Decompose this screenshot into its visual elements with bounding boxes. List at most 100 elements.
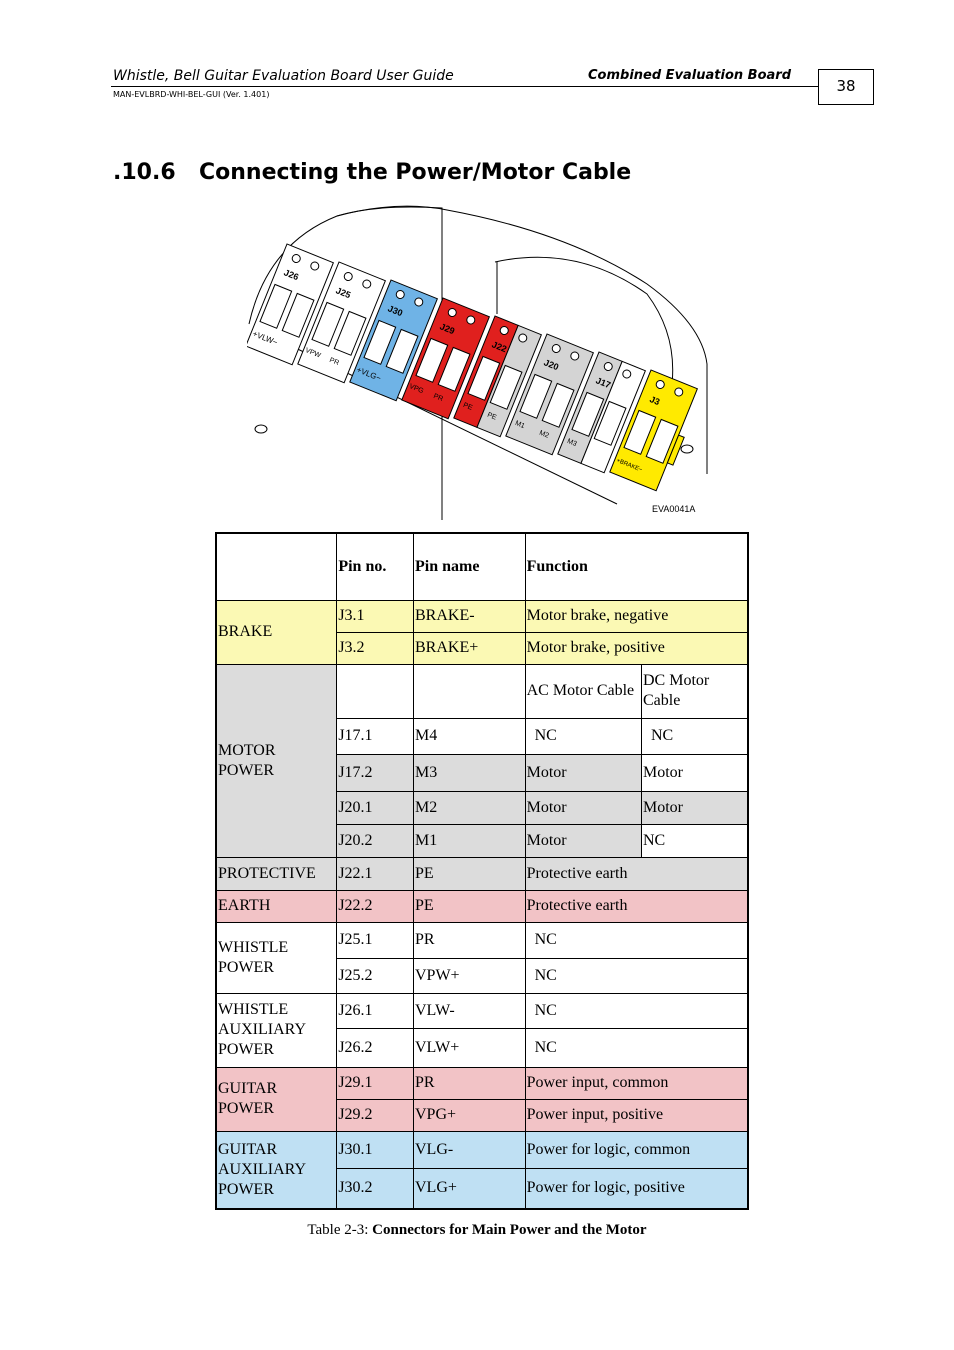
pin-no: J30.1 xyxy=(336,1130,414,1169)
group-earth: EARTH xyxy=(215,889,338,923)
pin-name: M4 xyxy=(413,717,526,755)
group-protective: PROTECTIVE xyxy=(215,856,338,891)
pin-label-pr-2: PR xyxy=(432,393,444,403)
table-row: GUITAR POWER J29.1 PR Power input, commo… xyxy=(215,1066,749,1132)
connector-j3: J3 +BRAKE− xyxy=(609,369,699,492)
pin-label-pe-1: PE xyxy=(462,402,474,412)
connector-j17: J17 M3 xyxy=(557,351,647,474)
dc-function: NC xyxy=(640,717,749,755)
connector-j22: J22 PE PE xyxy=(453,315,543,438)
pin-no: J26.1 xyxy=(336,992,414,1029)
pin-no: J30.2 xyxy=(336,1167,414,1210)
header-rule xyxy=(111,86,818,87)
ac-function: Motor xyxy=(524,753,642,792)
section-heading: .10.6 Connecting the Power/Motor Cable xyxy=(113,160,631,185)
ac-function: NC xyxy=(524,717,642,755)
pin-no: J26.2 xyxy=(336,1027,414,1068)
dc-function: Motor xyxy=(640,753,749,792)
header-function: Function xyxy=(524,532,749,601)
header-title: Whistle, Bell Guitar Evaluation Board Us… xyxy=(113,68,454,84)
section-number: .10.6 xyxy=(113,160,176,185)
ac-function: Motor xyxy=(524,790,642,825)
pin-no: J20.1 xyxy=(336,790,414,825)
pin-name: M1 xyxy=(413,823,526,858)
pin-function: Power input, positive xyxy=(524,1098,749,1132)
pin-name: VPW+ xyxy=(413,957,526,994)
dc-motor-head: DC Motor Cable xyxy=(640,663,749,719)
ac-function: Motor xyxy=(524,823,642,858)
table-row: J25.2 VPW+ NC xyxy=(216,957,749,994)
table-row: J17.1 M4 NC NC xyxy=(216,717,749,755)
label-j3: J3 xyxy=(648,394,661,407)
table-row: PROTECTIVE J22.1 PE Protective earth xyxy=(215,856,749,891)
table-row: J17.2 M3 Motor Motor xyxy=(216,753,749,792)
table-header-row: Pin no. Pin name Function xyxy=(215,532,749,601)
header-section: Combined Evaluation Board xyxy=(588,68,792,83)
board-outline xyxy=(248,206,443,520)
pin-function: Motor brake, positive xyxy=(524,631,749,665)
empty-cell xyxy=(336,663,414,719)
table-row: J30.2 VLG+ Power for logic, positive xyxy=(216,1167,749,1210)
table-caption: Table 2-3: Connectors for Main Power and… xyxy=(0,1222,954,1239)
pin-no: J3.2 xyxy=(336,631,414,665)
figure-id: EVA0041A xyxy=(652,504,695,514)
group-brake: BRAKE xyxy=(215,599,338,665)
pin-label-m2: M2 xyxy=(538,430,550,440)
connector-j25: J25 VPW PR xyxy=(297,261,387,384)
ac-motor-head: AC Motor Cable xyxy=(524,663,642,719)
connector-j30: J30 +VLG− xyxy=(349,279,439,402)
header-doc-id: MAN-EVLBRD-WHI-BEL-GUI (Ver. 1.401) xyxy=(113,90,270,99)
pin-name: M2 xyxy=(413,790,526,825)
section-title: Connecting the Power/Motor Cable xyxy=(199,160,632,185)
pin-name: VLW+ xyxy=(413,1027,526,1068)
pin-no: J22.2 xyxy=(336,889,414,923)
pin-name: PR xyxy=(413,921,526,959)
connector-j29: J29 VPG PR xyxy=(401,297,491,420)
page-number: 38 xyxy=(818,69,874,105)
header-pin-no: Pin no. xyxy=(336,532,414,601)
pin-label-m1: M1 xyxy=(514,420,526,430)
pin-function: Protective earth xyxy=(524,856,749,891)
pin-no: J25.2 xyxy=(336,957,414,994)
pin-label-m3: M3 xyxy=(566,438,578,448)
pin-function: Protective earth xyxy=(524,889,749,923)
pin-no: J25.1 xyxy=(336,921,414,959)
connectors-table: Pin no. Pin name Function BRAKE J3.1 BRA… xyxy=(215,532,749,1210)
dc-function: NC xyxy=(640,823,749,858)
group-guitar-aux: GUITAR AUXILIARY POWER xyxy=(215,1130,338,1210)
pin-function: Power for logic, common xyxy=(524,1130,749,1169)
group-whistle-aux: WHISTLE AUXILIARY POWER xyxy=(215,992,338,1068)
pin-name: BRAKE+ xyxy=(413,631,526,665)
group-guitar-power: GUITAR POWER xyxy=(215,1066,338,1132)
pin-no: J29.1 xyxy=(336,1066,414,1100)
pin-function: NC xyxy=(524,992,749,1029)
pin-no: J17.1 xyxy=(336,717,414,755)
connector-j26: J26 +VLW− xyxy=(247,243,335,366)
caption-prefix: Table 2-3: xyxy=(307,1222,373,1238)
empty-cell xyxy=(413,663,526,719)
pin-function: Power for logic, positive xyxy=(524,1167,749,1210)
group-motor-power: MOTOR POWER xyxy=(215,663,338,858)
pin-function: Motor brake, negative xyxy=(524,599,749,633)
pin-name: VPG+ xyxy=(413,1098,526,1132)
pin-name: M3 xyxy=(413,753,526,792)
table-row: WHISTLE AUXILIARY POWER J26.1 VLW- NC xyxy=(215,992,749,1068)
pin-name: BRAKE- xyxy=(413,599,526,633)
table-row: J3.2 BRAKE+ Motor brake, positive xyxy=(216,631,749,665)
pin-name: PE xyxy=(413,889,526,923)
table-row: GUITAR AUXILIARY POWER J30.1 VLG- Power … xyxy=(215,1130,749,1210)
table-row: WHISTLE POWER J25.1 PR NC xyxy=(215,921,749,994)
dc-function: Motor xyxy=(640,790,749,825)
pin-no: J17.2 xyxy=(336,753,414,792)
pin-name: VLW- xyxy=(413,992,526,1029)
pin-label-pr-1: PR xyxy=(328,357,340,367)
pin-name: PR xyxy=(413,1066,526,1100)
pin-no: J3.1 xyxy=(336,599,414,633)
pin-label-pe-2: PE xyxy=(486,412,498,422)
pin-name: VLG- xyxy=(413,1130,526,1169)
pin-no: J29.2 xyxy=(336,1098,414,1132)
group-whistle-power: WHISTLE POWER xyxy=(215,921,338,994)
header-pin-name: Pin name xyxy=(413,532,526,601)
pin-function: NC xyxy=(524,921,749,959)
connector-diagram: J26 +VLW− J25 VPW PR J30 +VLG− J29 VPG P… xyxy=(247,205,708,520)
